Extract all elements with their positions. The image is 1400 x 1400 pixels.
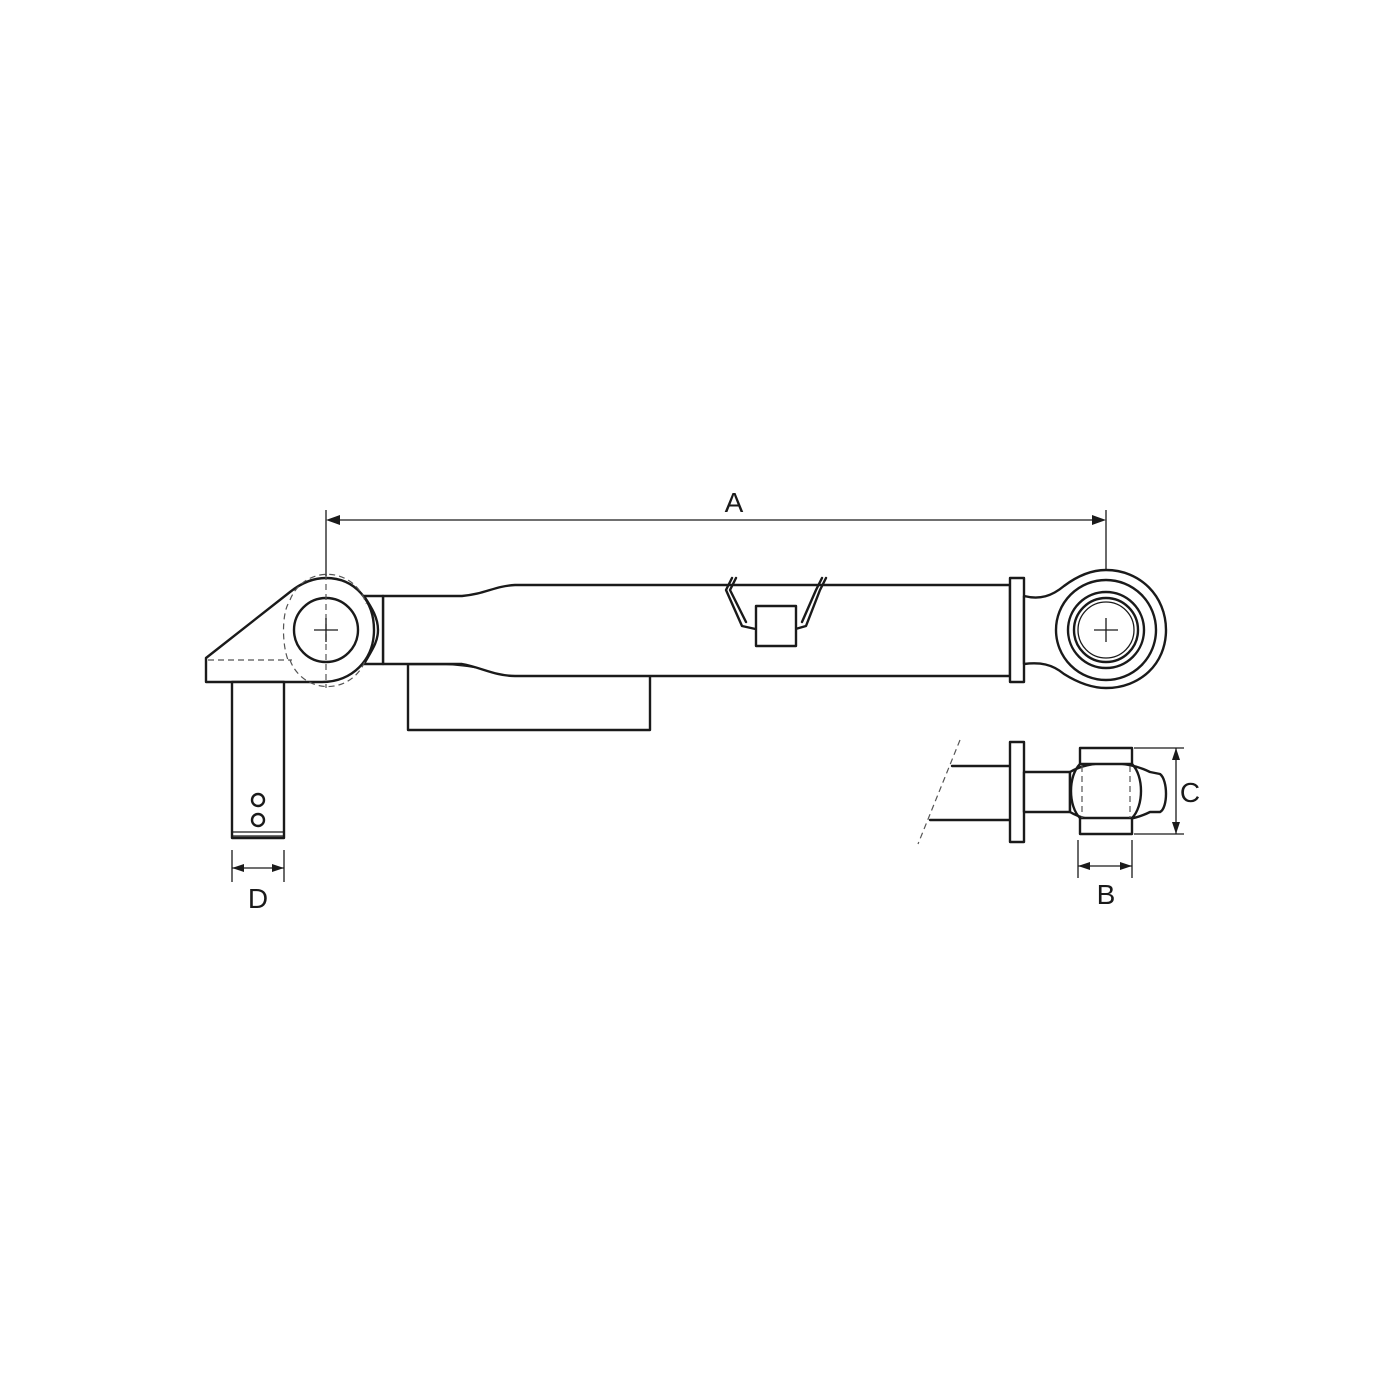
side-view-eye	[1022, 746, 1168, 836]
dimension-a-label: A	[725, 487, 744, 518]
right-ball-eye	[1022, 568, 1168, 690]
side-view-flange	[1008, 740, 1026, 844]
dimension-c	[1134, 747, 1184, 835]
right-flange	[1008, 576, 1026, 684]
spring-clip	[724, 576, 828, 648]
dimension-c-label: C	[1180, 777, 1200, 808]
left-pin	[230, 680, 286, 840]
main-tube	[381, 583, 1012, 678]
dimension-d-label: D	[248, 883, 268, 914]
left-end-bracket	[204, 573, 376, 688]
side-view-break-lines	[917, 739, 1012, 845]
dimension-a	[325, 510, 1107, 576]
right-eye-center-mark	[1094, 618, 1118, 642]
dimension-b-label: B	[1097, 879, 1116, 910]
dimension-b	[1077, 840, 1133, 878]
left-eye-center-mark	[314, 618, 338, 642]
dimension-d	[231, 850, 285, 882]
